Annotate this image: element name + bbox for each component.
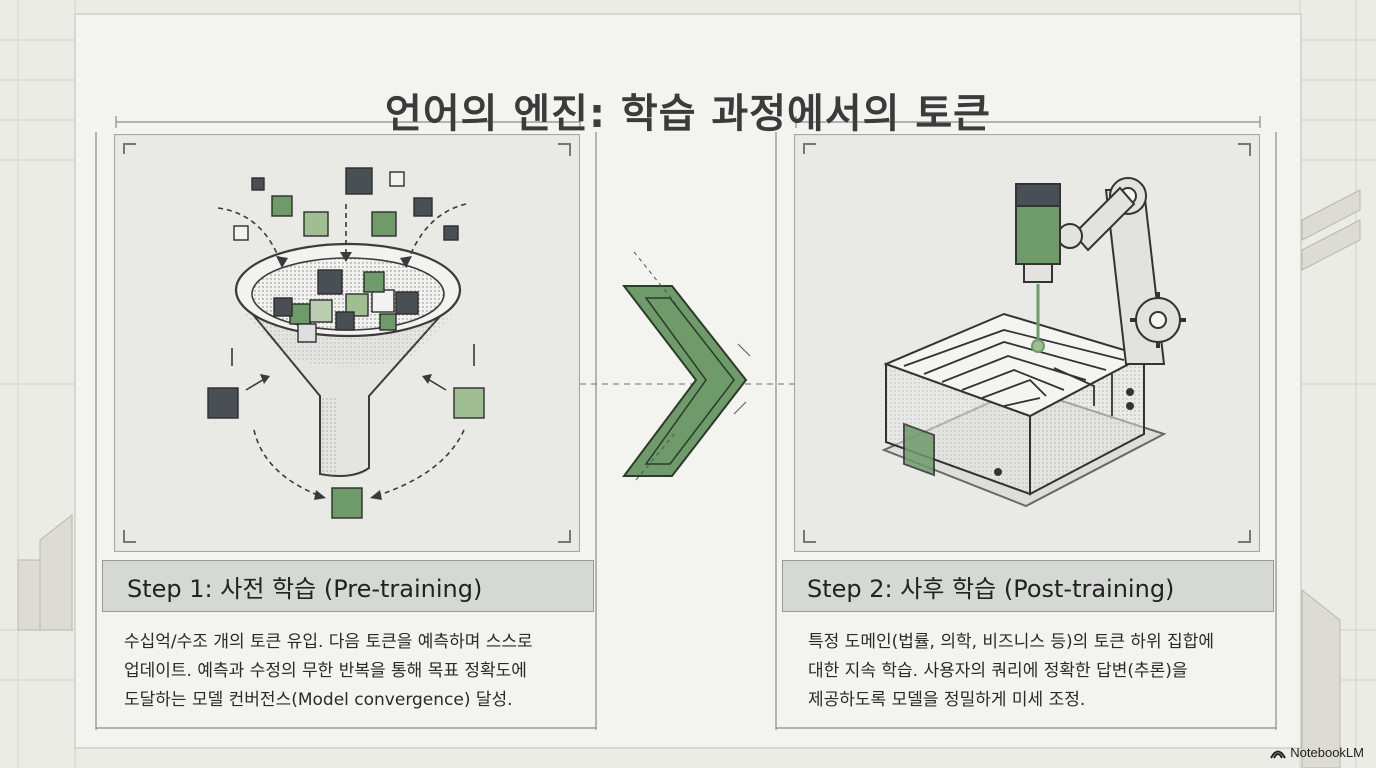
pretraining-illustration <box>114 134 580 552</box>
step1-description: 수십억/수조 개의 토큰 유입. 다음 토큰을 예측하며 스스로 업데이트. 예… <box>124 628 533 715</box>
step1-desc-line: 도달하는 모델 컨버전스(Model convergence) 달성. <box>124 690 513 710</box>
step2-desc-line: 제공하도록 모델을 정밀하게 미세 조정. <box>808 690 1086 710</box>
step2-desc-line: 특정 도메인(법률, 의학, 비즈니스 등)의 토큰 하위 집합에 <box>808 632 1214 652</box>
posttraining-illustration <box>794 134 1260 552</box>
step1-desc-line: 수십억/수조 개의 토큰 유입. 다음 토큰을 예측하며 스스로 <box>124 632 533 652</box>
step2-description: 특정 도메인(법률, 의학, 비즈니스 등)의 토큰 하위 집합에 대한 지속 … <box>808 628 1214 715</box>
step2-caption-text: Step 2: 사후 학습 (Post-training) <box>807 574 1175 603</box>
step1-caption-text: Step 1: 사전 학습 (Pre-training) <box>127 574 483 603</box>
chevron-arrow-icon <box>621 251 751 481</box>
step1-desc-line: 업데이트. 예측과 수정의 무한 반복을 통해 목표 정확도에 <box>124 661 527 681</box>
cube-icon <box>207 167 485 519</box>
brand-label: NotebookLM <box>1290 745 1364 760</box>
page-title: 언어의 엔진: 학습 과정에서의 토큰 <box>385 90 991 137</box>
step2-caption: Step 2: 사후 학습 (Post-training) <box>782 560 1274 612</box>
notebooklm-logo-icon <box>1270 750 1287 758</box>
step1-caption: Step 1: 사전 학습 (Pre-training) <box>102 560 594 612</box>
brand-watermark: NotebookLM <box>1270 745 1364 760</box>
maze-chip-illustration <box>881 312 1167 508</box>
gear-icon <box>1130 292 1186 348</box>
step2-desc-line: 대한 지속 학습. 사용자의 쿼리에 정확한 답변(추론)을 <box>808 661 1188 681</box>
